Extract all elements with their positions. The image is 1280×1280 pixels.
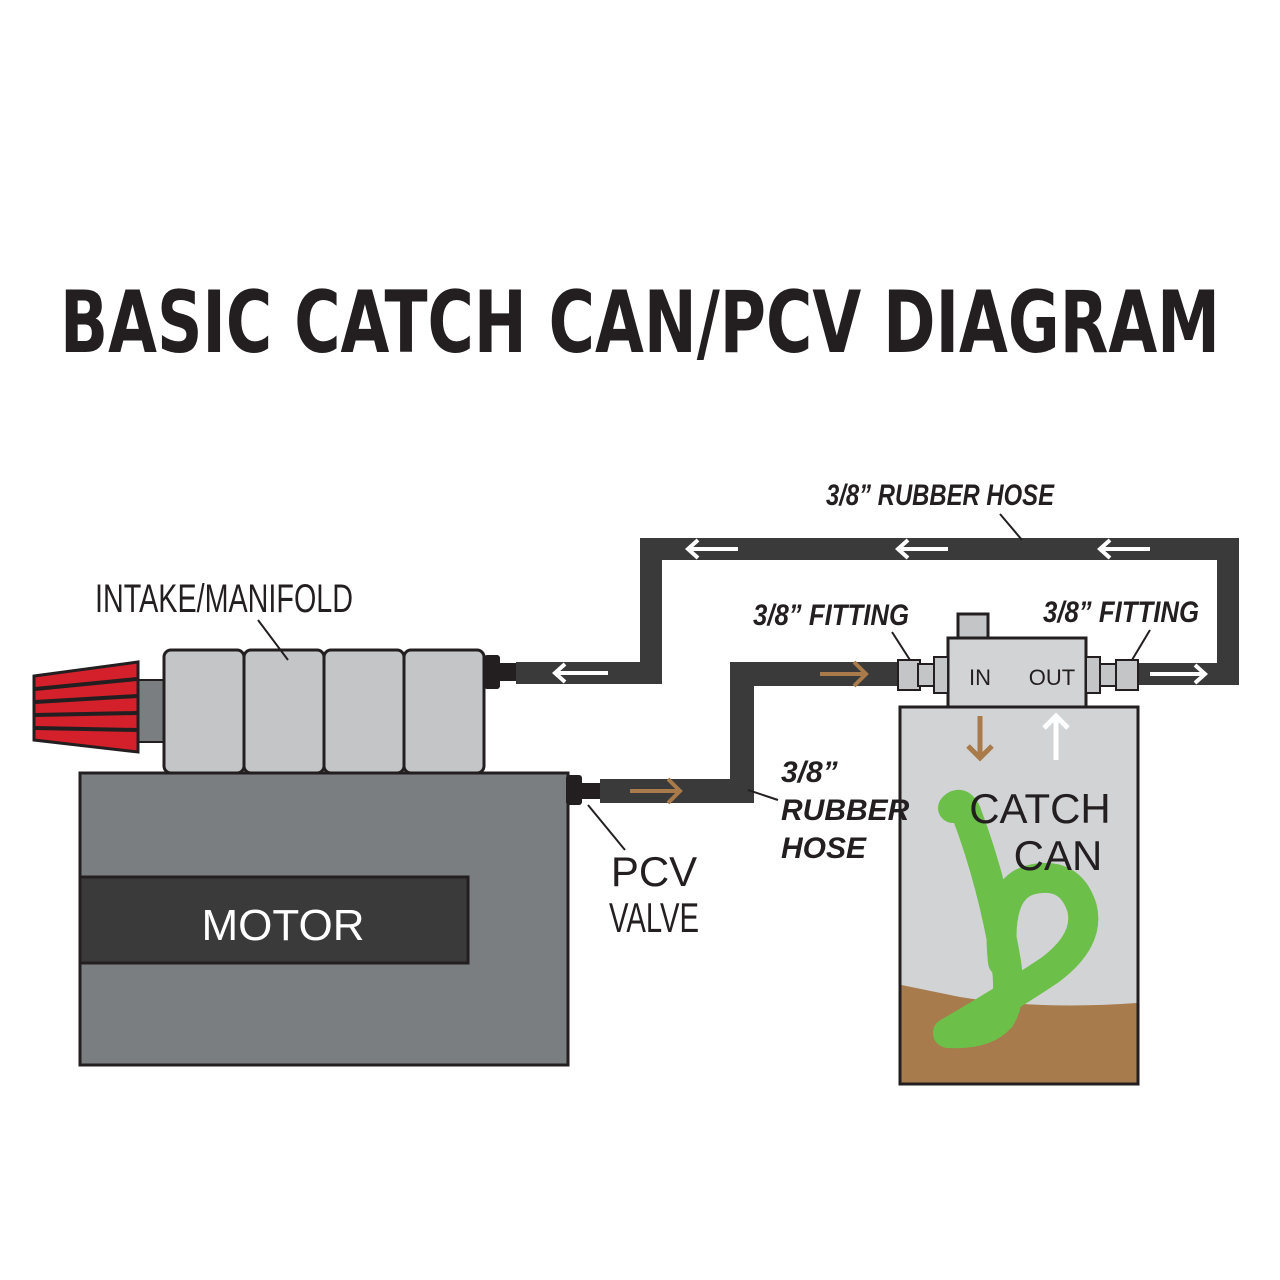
lower-hose-label-line2: RUBBER xyxy=(781,794,910,827)
port-out-label: OUT xyxy=(1029,665,1075,690)
intake-block-1 xyxy=(162,648,246,775)
lower-hose-leader xyxy=(747,789,779,801)
diagram-title: BASIC CATCH CAN/PCV DIAGRAM xyxy=(60,273,1220,373)
flow-down-arrow xyxy=(966,716,994,762)
catch-can-label-line2: CAN xyxy=(1014,832,1103,879)
motor-label: MOTOR xyxy=(202,901,365,950)
intake-block-2 xyxy=(242,648,326,775)
flow-arrow-top-2 xyxy=(1097,538,1150,560)
intake-label: INTAKE/MANIFOLD xyxy=(95,577,353,621)
pcv-valve xyxy=(566,775,600,805)
port-in-label: IN xyxy=(969,665,991,690)
fitting-left xyxy=(897,656,949,694)
flow-arrow-top-3 xyxy=(895,538,948,560)
catch-can-label-line1: CATCH xyxy=(969,785,1111,832)
motor-band xyxy=(78,875,470,965)
flow-arrow-lower-2 xyxy=(820,660,869,688)
flow-arrow-top-5 xyxy=(552,662,608,684)
intake-block-4 xyxy=(402,648,486,775)
fitting-right xyxy=(1085,656,1139,694)
lower-hose xyxy=(600,662,898,803)
pcv-leader xyxy=(587,804,626,851)
flow-up-arrow xyxy=(1042,712,1070,760)
pcv-label-line2: VALVE xyxy=(609,894,699,941)
top-hose-leader xyxy=(999,513,1023,541)
flow-arrow-top-4 xyxy=(685,538,738,560)
catch-can: CATCH CAN xyxy=(898,705,1140,1086)
air-filter xyxy=(32,660,140,754)
intake-manifold xyxy=(137,648,516,775)
pcv-label-line1: PCV xyxy=(611,848,697,895)
can-dip-tube xyxy=(933,789,1099,1049)
fitting-right-leader xyxy=(1131,629,1151,661)
top-hose-label: 3/8” RUBBER HOSE xyxy=(826,479,1055,512)
fitting-left-leader xyxy=(891,631,911,661)
fitting-right-label: 3/8” FITTING xyxy=(1043,596,1199,629)
flow-arrow-top-1 xyxy=(1150,663,1208,685)
lower-hose-label-line3: HOSE xyxy=(781,832,867,865)
intake-block-3 xyxy=(322,648,406,775)
intake-leader xyxy=(257,619,289,661)
flow-arrow-lower-1 xyxy=(630,777,683,805)
lower-hose-label-line1: 3/8” xyxy=(781,756,838,789)
fitting-left-label: 3/8” FITTING xyxy=(753,599,909,632)
motor: MOTOR xyxy=(78,771,570,1067)
